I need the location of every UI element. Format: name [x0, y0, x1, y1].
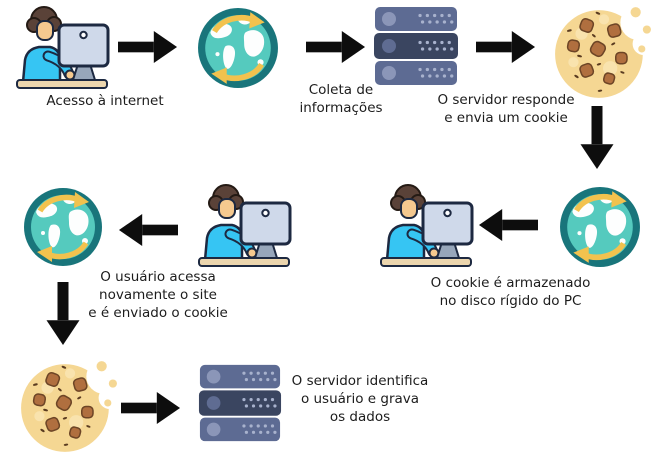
label-coleta-informacoes: Coleta de informações	[282, 81, 400, 117]
label-line: O cookie é armazenado	[430, 275, 591, 291]
label-acesso-internet: Acesso à internet	[20, 92, 190, 110]
arrow-left-icon	[118, 212, 178, 248]
label-line: e envia um cookie	[444, 110, 568, 126]
cookie-icon	[551, 3, 653, 101]
user-at-computer-icon	[14, 6, 114, 92]
arrow-down-icon	[45, 282, 81, 346]
label-line: Coleta de	[308, 82, 374, 98]
label-line: os dados	[329, 409, 391, 425]
user-at-computer-icon	[378, 184, 478, 270]
label-line: o usuário e grava	[300, 391, 420, 407]
label-servidor-responde: O servidor responde e envia um cookie	[418, 91, 594, 127]
label-line: novamente o site	[99, 287, 217, 303]
arrow-right-icon	[118, 29, 178, 65]
label-usuario-acessa: O usuário acessa novamente o site e é en…	[56, 268, 260, 322]
server-stack-icon	[197, 363, 283, 445]
user-at-computer-icon	[196, 184, 296, 270]
internet-globe-icon	[197, 7, 279, 89]
arrow-left-icon	[478, 207, 538, 243]
label-line: Acesso à internet	[46, 93, 164, 109]
server-stack-icon	[372, 6, 460, 88]
label-line: no disco rígido do PC	[439, 293, 582, 309]
label-servidor-identifica: O servidor identifica o usuário e grava …	[278, 372, 442, 426]
label-line: O servidor responde	[437, 92, 575, 108]
arrow-right-icon	[121, 390, 181, 426]
cookie-icon	[17, 357, 119, 454]
label-line: O servidor identifica	[291, 373, 429, 389]
label-line: O usuário acessa	[100, 269, 216, 285]
arrow-right-icon	[476, 29, 536, 65]
label-line: informações	[299, 100, 383, 116]
internet-globe-icon	[559, 186, 641, 268]
arrow-right-icon	[306, 29, 366, 65]
arrow-down-icon	[579, 106, 615, 170]
internet-globe-icon	[23, 187, 103, 267]
label-line: e é enviado o cookie	[88, 305, 228, 321]
label-cookie-armazenado: O cookie é armazenado no disco rígido do…	[408, 274, 613, 310]
